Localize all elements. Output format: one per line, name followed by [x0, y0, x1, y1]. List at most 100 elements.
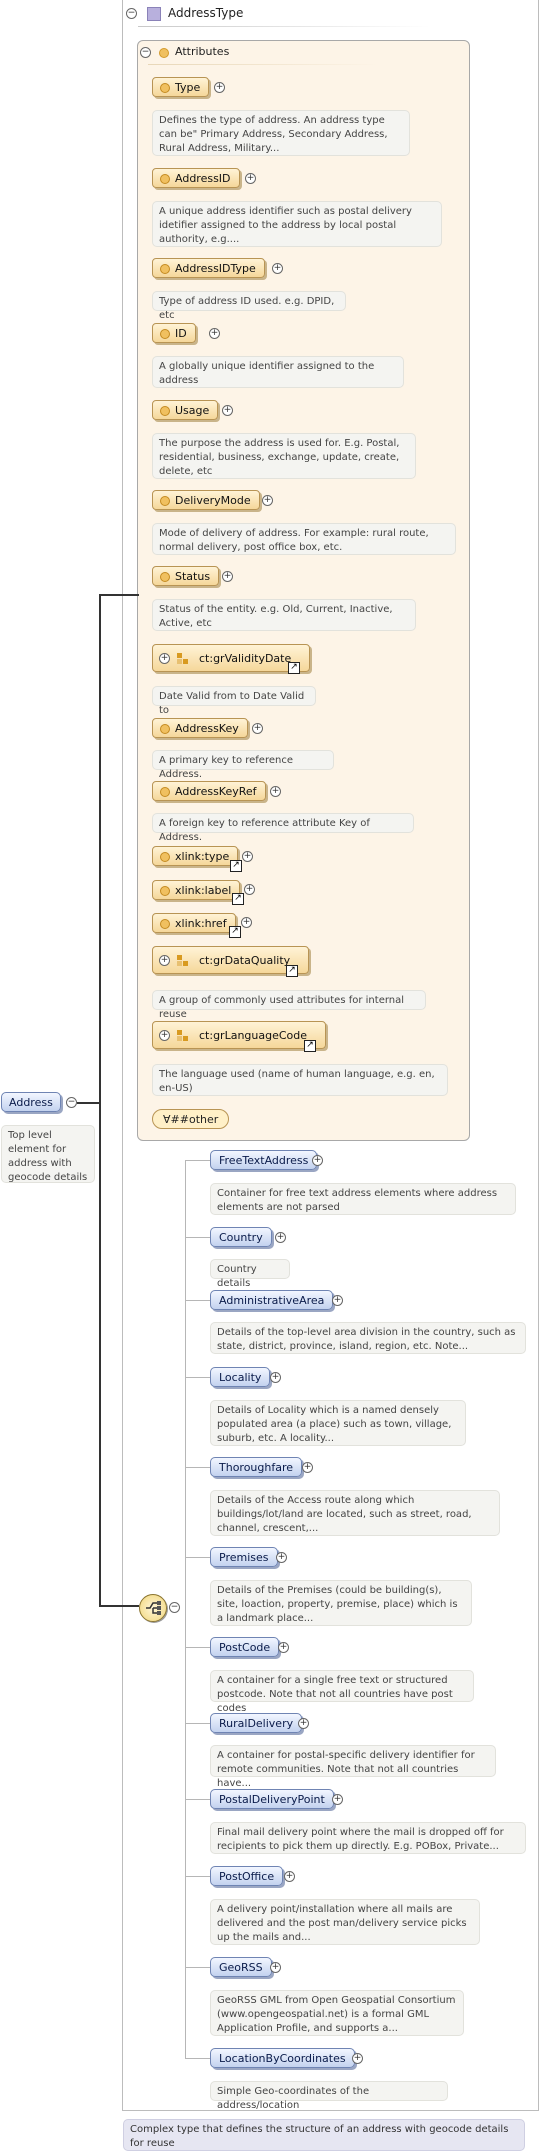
expand-icon[interactable]: + — [214, 82, 225, 93]
element-ruraldelivery[interactable]: RuralDelivery — [210, 1713, 303, 1733]
attribute-description: Status of the entity. e.g. Old, Current,… — [152, 599, 416, 631]
element-locality[interactable]: Locality — [210, 1367, 271, 1387]
expand-icon[interactable]: + — [159, 1030, 170, 1041]
attribute-description: Date Valid from to Date Valid to — [152, 686, 316, 716]
link-arrow-icon[interactable]: ↗ — [288, 662, 300, 674]
expand-icon[interactable]: + — [222, 405, 233, 416]
attribute-label: AddressIDType — [175, 262, 256, 275]
attribute-xlink-href[interactable]: xlink:href — [152, 913, 236, 933]
expand-icon[interactable]: + — [270, 786, 281, 797]
element-description: Country details — [210, 1259, 290, 1289]
expand-icon[interactable]: + — [272, 263, 283, 274]
element-thoroughfare[interactable]: Thoroughfare — [210, 1457, 303, 1477]
element-label: Country — [219, 1231, 263, 1244]
expand-icon[interactable]: + — [302, 1462, 313, 1473]
element-label: PostOffice — [219, 1870, 275, 1883]
attribute-addresskey[interactable]: AddressKey — [152, 718, 248, 738]
collapse-type-toggle[interactable]: − — [126, 8, 137, 19]
attribute-xlink-label[interactable]: xlink:label — [152, 880, 241, 900]
expand-icon[interactable]: + — [270, 1372, 281, 1383]
choice-compositor-icon[interactable] — [139, 1594, 167, 1622]
expand-icon[interactable]: + — [298, 1718, 309, 1729]
expand-icon[interactable]: + — [245, 173, 256, 184]
element-description: GeoRSS GML from Open Geospatial Consorti… — [210, 1990, 464, 2036]
expand-icon[interactable]: + — [252, 723, 263, 734]
expand-icon[interactable]: + — [352, 2053, 363, 2064]
element-locationbycoordinates[interactable]: LocationByCoordinates — [210, 2048, 355, 2068]
attribute-label: AddressID — [175, 172, 231, 185]
complex-type-frame — [122, 0, 539, 2111]
expand-icon[interactable]: + — [159, 955, 170, 966]
attributes-header: Attributes — [175, 45, 230, 58]
element-label: PostCode — [219, 1641, 271, 1654]
expand-icon[interactable]: + — [275, 1232, 286, 1243]
element-administrativearea[interactable]: AdministrativeArea — [210, 1290, 334, 1310]
element-label: Premises — [219, 1551, 269, 1564]
attribute-label: ID — [175, 327, 187, 340]
attribute-type[interactable]: Type — [152, 77, 210, 97]
connector-line — [185, 1467, 210, 1468]
attribute-description: The language used (name of human languag… — [152, 1064, 448, 1096]
attribute-label: ct:grLanguageCode — [199, 1029, 308, 1042]
expand-icon[interactable]: + — [241, 917, 252, 928]
expand-icon[interactable]: + — [242, 851, 253, 862]
connector-line — [99, 594, 101, 1606]
any-attribute[interactable]: ∀##other — [152, 1109, 230, 1129]
attributes-divider — [148, 64, 378, 65]
expand-icon[interactable]: + — [159, 653, 170, 664]
element-premises[interactable]: Premises — [210, 1547, 278, 1567]
choice-symbol — [146, 1601, 161, 1615]
attribute-label: AddressKey — [175, 722, 239, 735]
element-label: Locality — [219, 1371, 262, 1384]
root-element-description: Top level element for address with geoco… — [1, 1125, 95, 1183]
link-arrow-icon[interactable]: ↗ — [232, 893, 244, 905]
link-arrow-icon[interactable]: ↗ — [304, 1040, 316, 1052]
link-arrow-icon[interactable]: ↗ — [229, 926, 241, 938]
attribute-deliverymode[interactable]: DeliveryMode — [152, 490, 260, 510]
expand-icon[interactable]: + — [262, 495, 273, 506]
collapse-icon[interactable]: − — [169, 1602, 180, 1613]
expand-icon[interactable]: + — [222, 571, 233, 582]
expand-icon[interactable]: + — [332, 1794, 343, 1805]
connector-line — [185, 2058, 210, 2059]
element-freetextaddress[interactable]: FreeTextAddress — [210, 1150, 318, 1170]
attribute-group-languagecode[interactable]: + ct:grLanguageCode — [152, 1021, 327, 1049]
attribute-addressid[interactable]: AddressID — [152, 168, 240, 188]
connector-line — [185, 1876, 210, 1877]
element-country[interactable]: Country — [210, 1227, 272, 1247]
attribute-id[interactable]: ID — [152, 323, 196, 343]
root-element-address[interactable]: Address — [1, 1092, 61, 1112]
attribute-addresskeyref[interactable]: AddressKeyRef — [152, 781, 266, 801]
connector-line — [185, 1557, 210, 1558]
attribute-addressidtype[interactable]: AddressIDType — [152, 258, 265, 278]
expand-icon[interactable]: + — [284, 1871, 295, 1882]
element-description: Details of Locality which is a named den… — [210, 1400, 466, 1446]
attribute-xlink-type[interactable]: xlink:type — [152, 846, 239, 866]
expand-icon[interactable]: + — [244, 884, 255, 895]
connector-line — [185, 1799, 210, 1800]
expand-icon[interactable]: + — [276, 1552, 287, 1563]
expand-icon[interactable]: + — [278, 1642, 289, 1653]
wildcard-icon: ∀ — [163, 1113, 171, 1126]
expand-icon[interactable]: + — [270, 1962, 281, 1973]
expand-icon[interactable]: + — [209, 328, 220, 339]
attribute-group-dataquality[interactable]: + ct:grDataQuality — [152, 946, 310, 974]
element-postaldeliverypoint[interactable]: PostalDeliveryPoint — [210, 1789, 334, 1809]
link-arrow-icon[interactable]: ↗ — [286, 965, 298, 977]
element-postoffice[interactable]: PostOffice — [210, 1866, 284, 1886]
attribute-group-icon — [177, 1030, 189, 1042]
attribute-description: A group of commonly used attributes for … — [152, 990, 426, 1020]
expand-icon[interactable]: + — [332, 1295, 343, 1306]
attribute-description: A globally unique identifier assigned to… — [152, 356, 404, 388]
attribute-status[interactable]: Status — [152, 566, 220, 586]
element-postcode[interactable]: PostCode — [210, 1637, 280, 1657]
collapse-attributes-toggle[interactable]: − — [140, 47, 151, 58]
attribute-description: A unique address identifier such as post… — [152, 201, 442, 247]
element-description: Container for free text address elements… — [210, 1183, 516, 1215]
attribute-usage[interactable]: Usage — [152, 400, 219, 420]
link-arrow-icon[interactable]: ↗ — [230, 860, 242, 872]
expand-icon[interactable]: + — [312, 1155, 323, 1166]
collapse-icon[interactable]: − — [66, 1097, 77, 1108]
element-georss[interactable]: GeoRSS — [210, 1957, 272, 1977]
attribute-group-validitydate[interactable]: + ct:grValidityDate — [152, 644, 311, 672]
